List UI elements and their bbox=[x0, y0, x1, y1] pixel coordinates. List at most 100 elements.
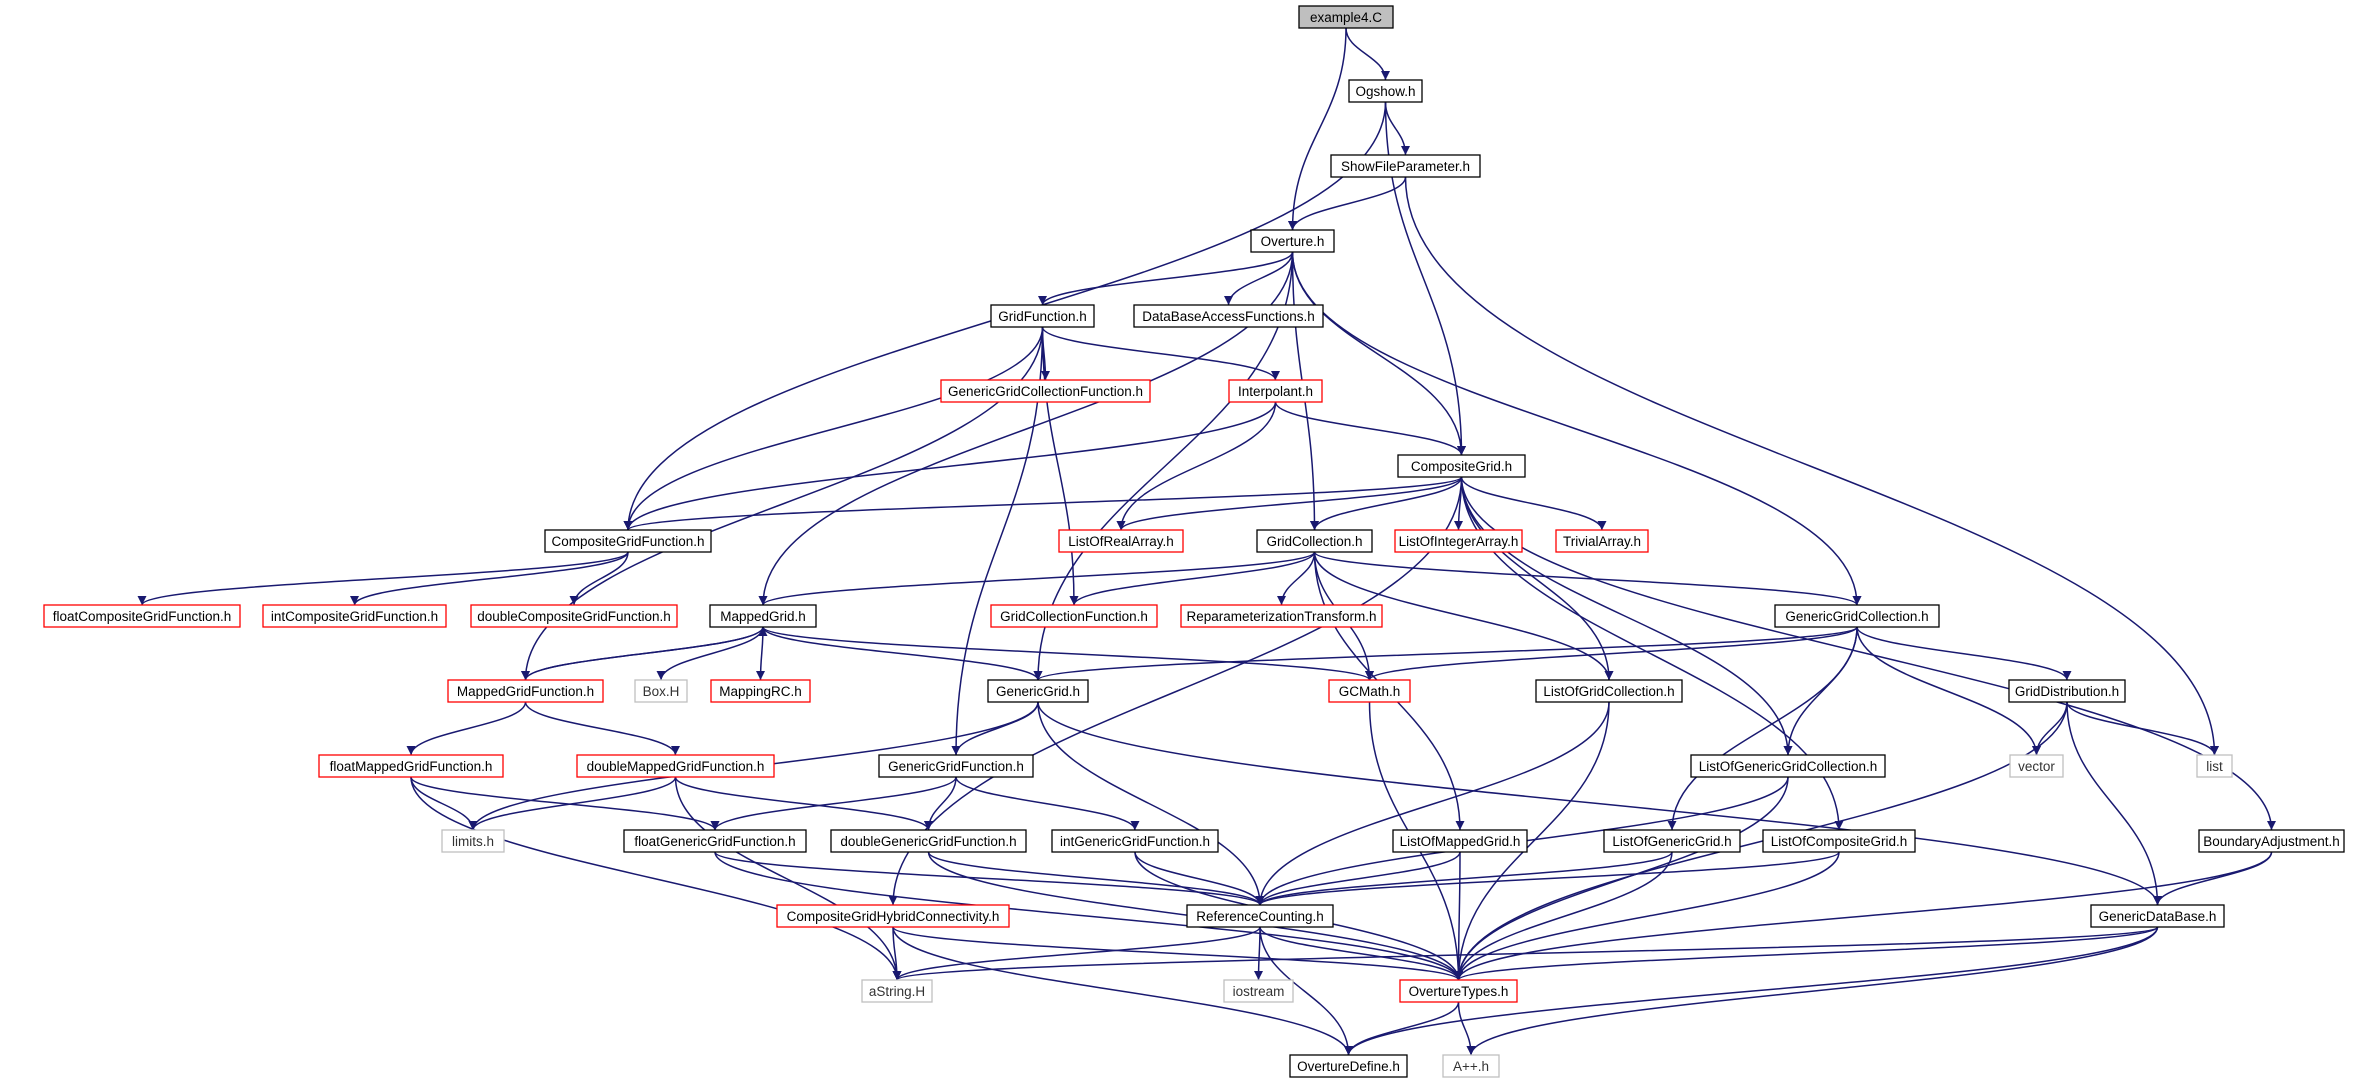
edge-interpolant-to-list-of-real-array bbox=[1116, 401, 1277, 531]
node-list-of-grid-collection[interactable]: ListOfGridCollection.h bbox=[1535, 679, 1683, 703]
node-grid-collection-function[interactable]: GridCollectionFunction.h bbox=[990, 604, 1158, 628]
node-overture[interactable]: Overture.h bbox=[1250, 229, 1335, 253]
node-grid-distribution[interactable]: GridDistribution.h bbox=[2008, 679, 2126, 703]
edge-generic-grid-function-to-double-generic-grid-function bbox=[924, 776, 957, 831]
node-list-of-generic-grid-collection[interactable]: ListOfGenericGridCollection.h bbox=[1690, 754, 1886, 778]
node-label-grid-function: GridFunction.h bbox=[998, 309, 1087, 324]
node-composite-grid-function[interactable]: CompositeGridFunction.h bbox=[544, 529, 712, 553]
node-iostream[interactable]: iostream bbox=[1223, 979, 1294, 1003]
node-list-of-integer-array[interactable]: ListOfIntegerArray.h bbox=[1394, 529, 1523, 553]
node-data-base-access-functions[interactable]: DataBaseAccessFunctions.h bbox=[1133, 304, 1324, 328]
node-example4-c[interactable]: example4.C bbox=[1298, 5, 1394, 29]
node-box-list-of-real-array bbox=[1058, 529, 1184, 553]
edge-composite-grid-function-to-double-composite-grid-function bbox=[569, 551, 629, 606]
node-double-composite-grid-function[interactable]: doubleCompositeGridFunction.h bbox=[470, 604, 678, 628]
edge-example4-c-to-ogshow bbox=[1345, 27, 1390, 81]
node-list[interactable]: list bbox=[2196, 754, 2233, 778]
edge-composite-grid-to-composite-grid-function bbox=[623, 476, 1463, 531]
edge-overture-to-data-base-access-functions bbox=[1224, 251, 1294, 306]
node-label-int-generic-grid-function: intGenericGridFunction.h bbox=[1060, 834, 1210, 849]
node-box-grid-collection-function bbox=[990, 604, 1158, 628]
node-box-overture-define bbox=[1289, 1054, 1408, 1078]
node-a-string[interactable]: aString.H bbox=[861, 979, 933, 1003]
edge-grid-collection-to-reparameterization-transform bbox=[1277, 551, 1316, 606]
node-grid-function[interactable]: GridFunction.h bbox=[990, 304, 1095, 328]
node-box-double-composite-grid-function bbox=[470, 604, 678, 628]
node-mapped-grid-function[interactable]: MappedGridFunction.h bbox=[447, 679, 604, 703]
node-label-a-string: aString.H bbox=[869, 984, 925, 999]
edge-generic-grid-collection-to-generic-grid bbox=[1033, 626, 1858, 681]
node-generic-grid-collection-function[interactable]: GenericGridCollectionFunction.h bbox=[940, 379, 1151, 403]
node-generic-grid[interactable]: GenericGrid.h bbox=[987, 679, 1089, 703]
node-list-of-generic-grid[interactable]: ListOfGenericGrid.h bbox=[1603, 829, 1741, 853]
node-double-generic-grid-function[interactable]: doubleGenericGridFunction.h bbox=[830, 829, 1027, 853]
node-list-of-composite-grid[interactable]: ListOfCompositeGrid.h bbox=[1762, 829, 1916, 853]
node-list-of-mapped-grid[interactable]: ListOfMappedGrid.h bbox=[1392, 829, 1528, 853]
node-float-composite-grid-function[interactable]: floatCompositeGridFunction.h bbox=[43, 604, 241, 628]
node-box-h[interactable]: Box.H bbox=[634, 679, 688, 703]
node-composite-grid-hybrid-connectivity[interactable]: CompositeGridHybridConnectivity.h bbox=[776, 904, 1010, 928]
node-interpolant[interactable]: Interpolant.h bbox=[1228, 379, 1323, 403]
edge-double-mapped-grid-function-to-double-generic-grid-function bbox=[674, 776, 933, 831]
node-gcmath[interactable]: GCMath.h bbox=[1328, 679, 1411, 703]
node-aplusplus[interactable]: A++.h bbox=[1442, 1054, 1500, 1078]
node-label-example4-c: example4.C bbox=[1310, 10, 1382, 25]
edge-float-mapped-grid-function-to-a-string bbox=[410, 776, 902, 981]
edge-mapped-grid-to-gcmath bbox=[762, 626, 1374, 681]
node-generic-grid-collection[interactable]: GenericGridCollection.h bbox=[1774, 604, 1940, 628]
edge-composite-grid-to-grid-collection bbox=[1310, 476, 1463, 531]
node-show-file-parameter[interactable]: ShowFileParameter.h bbox=[1330, 154, 1481, 178]
node-label-generic-grid: GenericGrid.h bbox=[996, 684, 1080, 699]
edge-double-generic-grid-function-to-reference-counting bbox=[927, 851, 1265, 906]
node-reference-counting[interactable]: ReferenceCounting.h bbox=[1186, 904, 1334, 928]
edge-list-of-grid-collection-to-overture-types bbox=[1454, 701, 1610, 981]
node-float-mapped-grid-function[interactable]: floatMappedGridFunction.h bbox=[318, 754, 504, 778]
node-label-list-of-composite-grid: ListOfCompositeGrid.h bbox=[1771, 834, 1908, 849]
edge-list-of-mapped-grid-to-overture-types bbox=[1454, 851, 1464, 981]
node-box-grid-collection bbox=[1256, 529, 1373, 553]
node-reparameterization-transform[interactable]: ReparameterizationTransform.h bbox=[1180, 604, 1383, 628]
node-overture-types[interactable]: OvertureTypes.h bbox=[1399, 979, 1518, 1003]
node-overture-define[interactable]: OvertureDefine.h bbox=[1289, 1054, 1408, 1078]
node-label-list-of-integer-array: ListOfIntegerArray.h bbox=[1399, 534, 1519, 549]
node-generic-data-base[interactable]: GenericDataBase.h bbox=[2090, 904, 2225, 928]
node-float-generic-grid-function[interactable]: floatGenericGridFunction.h bbox=[623, 829, 807, 853]
node-generic-grid-function[interactable]: GenericGridFunction.h bbox=[878, 754, 1034, 778]
edge-reference-counting-to-overture-define bbox=[1259, 926, 1353, 1056]
edge-mapped-grid-function-to-double-mapped-grid-function bbox=[524, 701, 680, 756]
node-label-ogshow: Ogshow.h bbox=[1355, 84, 1415, 99]
node-label-limits: limits.h bbox=[452, 834, 494, 849]
node-vector[interactable]: vector bbox=[2009, 754, 2064, 778]
edge-double-mapped-grid-function-to-limits bbox=[468, 776, 677, 831]
edge-interpolant-to-composite-grid bbox=[1274, 401, 1466, 456]
node-box-box-h bbox=[634, 679, 688, 703]
node-double-mapped-grid-function[interactable]: doubleMappedGridFunction.h bbox=[576, 754, 775, 778]
node-box-int-generic-grid-function bbox=[1051, 829, 1219, 853]
node-mapped-grid[interactable]: MappedGrid.h bbox=[709, 604, 817, 628]
edge-composite-grid-function-to-int-composite-grid-function bbox=[350, 551, 629, 606]
edge-generic-data-base-to-a-string bbox=[892, 926, 2159, 981]
node-int-composite-grid-function[interactable]: intCompositeGridFunction.h bbox=[262, 604, 447, 628]
node-composite-grid[interactable]: CompositeGrid.h bbox=[1397, 454, 1526, 478]
node-box-int-composite-grid-function bbox=[262, 604, 447, 628]
node-ogshow[interactable]: Ogshow.h bbox=[1348, 79, 1423, 103]
node-label-boundary-adjustment: BoundaryAdjustment.h bbox=[2203, 834, 2340, 849]
edge-generic-grid-collection-to-list-of-generic-grid bbox=[1667, 626, 1858, 831]
edge-composite-grid-to-list-of-generic-grid-collection bbox=[1460, 476, 1793, 756]
node-box-generic-grid-collection bbox=[1774, 604, 1940, 628]
edge-composite-grid-hybrid-connectivity-to-overture-types bbox=[892, 926, 1463, 981]
node-label-double-composite-grid-function: doubleCompositeGridFunction.h bbox=[477, 609, 671, 624]
node-limits[interactable]: limits.h bbox=[441, 829, 505, 853]
node-box-reparameterization-transform bbox=[1180, 604, 1383, 628]
edge-generic-grid-function-to-float-generic-grid-function bbox=[710, 776, 957, 831]
node-int-generic-grid-function[interactable]: intGenericGridFunction.h bbox=[1051, 829, 1219, 853]
node-grid-collection[interactable]: GridCollection.h bbox=[1256, 529, 1373, 553]
edge-composite-grid-to-trivial-array bbox=[1460, 476, 1607, 531]
node-label-reference-counting: ReferenceCounting.h bbox=[1196, 909, 1324, 924]
node-mapping-rc[interactable]: MappingRC.h bbox=[710, 679, 811, 703]
node-box-list-of-generic-grid-collection bbox=[1690, 754, 1886, 778]
node-boundary-adjustment[interactable]: BoundaryAdjustment.h bbox=[2198, 829, 2345, 853]
node-box-generic-grid-function bbox=[878, 754, 1034, 778]
node-list-of-real-array[interactable]: ListOfRealArray.h bbox=[1058, 529, 1184, 553]
node-trivial-array[interactable]: TrivialArray.h bbox=[1555, 529, 1649, 553]
